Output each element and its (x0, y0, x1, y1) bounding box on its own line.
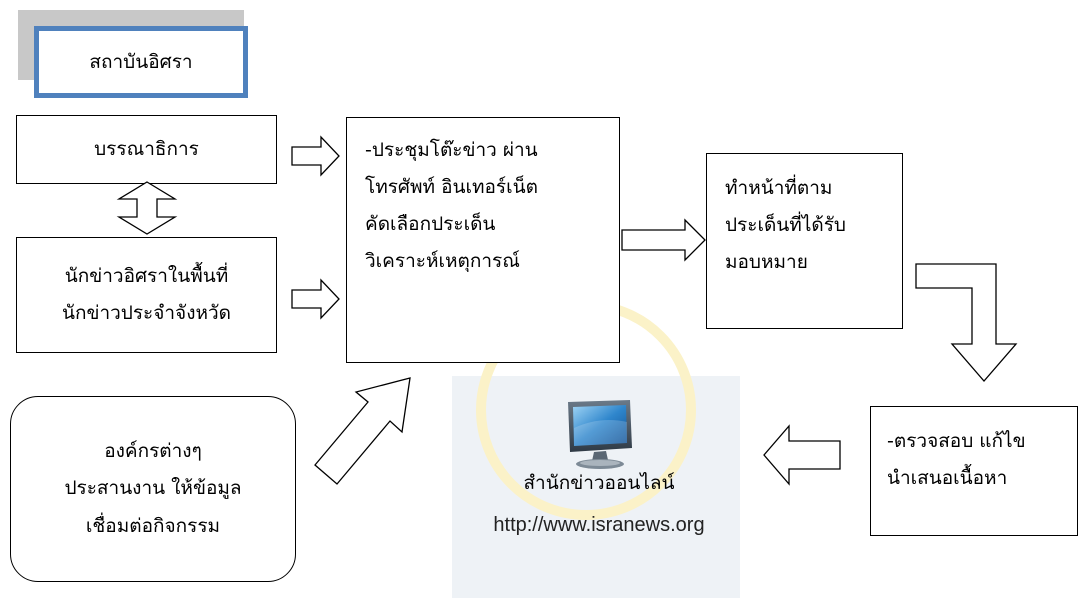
news-site-url: http://www.isranews.org (493, 513, 705, 536)
review-box: -ตรวจสอบ แก้ไข นำเสนอเนื้อหา (870, 406, 1078, 536)
meeting-line-1: -ประชุมโต๊ะข่าว ผ่าน (365, 139, 538, 161)
organizations-box: องค์กรต่างๆ ประสานงาน ให้ข้อมูล เชื่อมต่… (10, 396, 296, 582)
local-reporters-line-1: นักข่าวอิศราในพื้นที่ (64, 264, 229, 287)
assignment-line-3: มอบหมาย (725, 251, 808, 274)
assignment-line-1: ทำหน้าที่ตาม (725, 177, 833, 199)
meeting-box: -ประชุมโต๊ะข่าว ผ่าน โทรศัพท์ อินเทอร์เน… (346, 117, 620, 363)
review-line-2: นำเสนอเนื้อหา (887, 467, 1008, 490)
news-site-panel: สำนักข่าวออนไลน์ http://www.isranews.org (456, 392, 742, 598)
title-box: สถาบันอิศรา (34, 26, 248, 98)
double-arrow-vertical-icon (116, 181, 178, 235)
editor-box: บรรณาธิการ (16, 115, 277, 184)
assignment-box: ทำหน้าที่ตาม ประเด็นที่ได้รับ มอบหมาย (706, 153, 903, 329)
arrow-right-icon (291, 135, 340, 177)
news-site-name: สำนักข่าวออนไลน์ (523, 472, 675, 494)
editor-label: บรรณาธิการ (94, 137, 199, 160)
arrow-diagonal-icon (314, 377, 411, 485)
meeting-line-3: คัดเลือกประเด็น (365, 213, 496, 236)
arrow-left-icon (763, 424, 841, 486)
organizations-line-2: ประสานงาน ให้ข้อมูล (64, 477, 242, 500)
elbow-arrow-down-icon (915, 263, 1018, 382)
review-line-1: -ตรวจสอบ แก้ไข (887, 430, 1026, 452)
meeting-line-4: วิเคราะห์เหตุการณ์ (365, 250, 520, 273)
local-reporters-line-2: นักข่าวประจำจังหวัด (61, 302, 232, 324)
monitor-icon (568, 400, 632, 469)
local-reporters-box: นักข่าวอิศราในพื้นที่ นักข่าวประจำจังหวั… (16, 237, 277, 353)
assignment-line-2: ประเด็นที่ได้รับ (725, 214, 846, 237)
organizations-line-1: องค์กรต่างๆ (104, 440, 202, 463)
arrow-right-icon (621, 218, 706, 262)
organizations-line-3: เชื่อมต่อกิจกรรม (85, 514, 221, 537)
title-label: สถาบันอิศรา (89, 51, 193, 73)
meeting-line-2: โทรศัพท์ อินเทอร์เน็ต (365, 176, 538, 199)
arrow-right-icon (291, 278, 340, 320)
